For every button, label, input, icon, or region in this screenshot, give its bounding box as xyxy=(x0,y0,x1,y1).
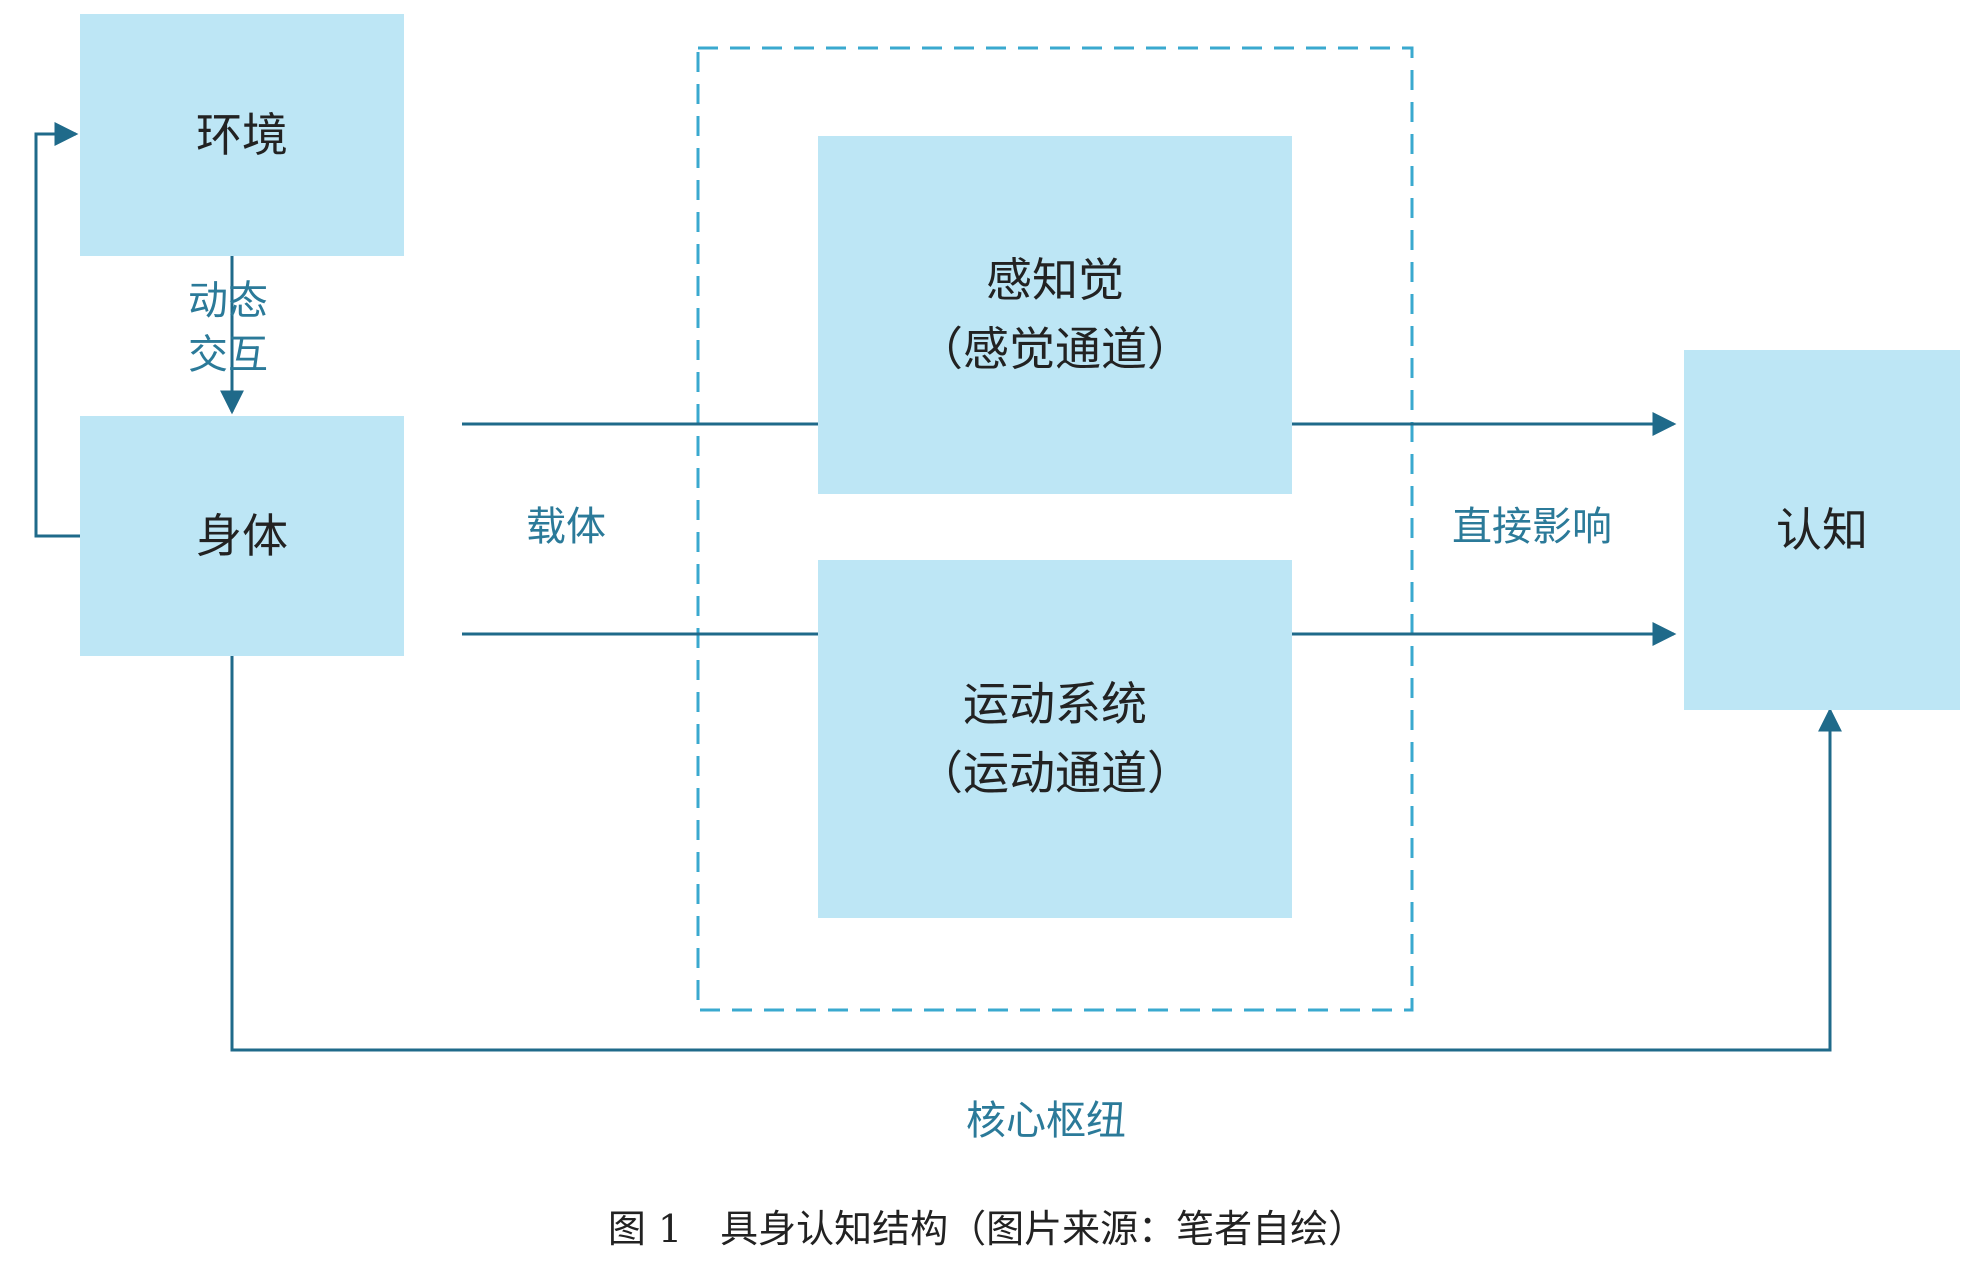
carrier-label: 载体 xyxy=(526,504,606,550)
environment-label: 环境 xyxy=(196,107,288,162)
dynamic-label-line2: 交互 xyxy=(188,332,268,378)
body-label: 身体 xyxy=(196,508,288,563)
cognition-box: 认知 xyxy=(1684,350,1960,710)
direct-influence-label: 直接影响 xyxy=(1452,504,1612,550)
perception-title: 感知觉 xyxy=(986,253,1124,307)
figure-caption: 图 1 具身认知结构（图片来源：笔者自绘） xyxy=(607,1207,1367,1251)
environment-box: 环境 xyxy=(80,14,404,256)
dynamic-label-line1: 动态 xyxy=(188,278,268,324)
core-hub-frame xyxy=(696,46,1414,1012)
motor-subtitle: （运动通道） xyxy=(917,746,1193,800)
dynamic-interaction-label: 动态 交互 xyxy=(188,274,268,382)
core-hub-label: 核心枢纽 xyxy=(966,1098,1126,1144)
motor-title: 运动系统 xyxy=(963,677,1147,731)
feedback-arrow-body-to-environment xyxy=(34,122,80,538)
motor-box: 运动系统 （运动通道） xyxy=(818,560,1292,918)
perception-box: 感知觉 （感觉通道） xyxy=(818,136,1292,494)
body-box: 身体 xyxy=(80,416,404,656)
arrow-body-to-cognition xyxy=(230,656,1842,1052)
perception-subtitle: （感觉通道） xyxy=(917,322,1193,376)
cognition-label: 认知 xyxy=(1776,502,1868,557)
